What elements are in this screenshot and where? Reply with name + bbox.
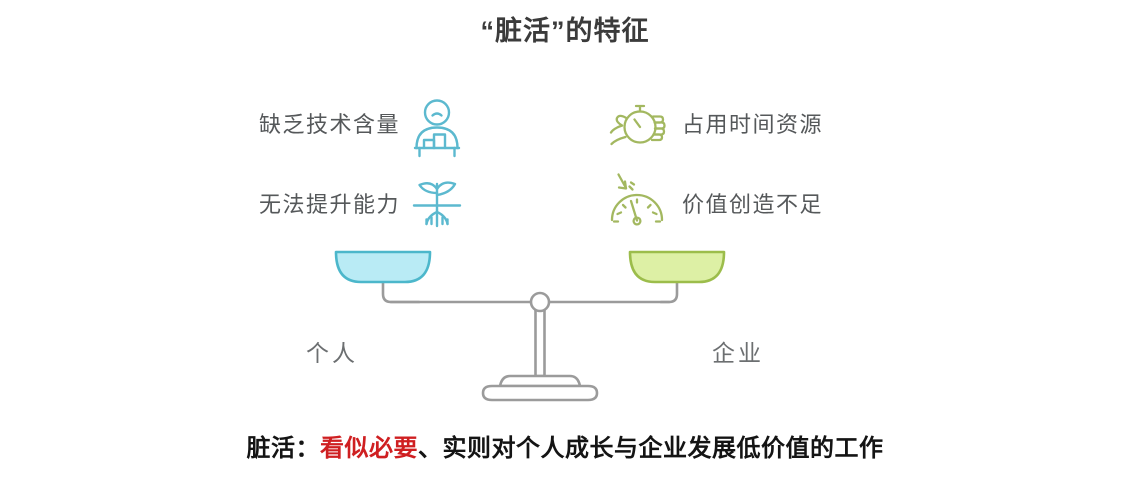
definition-accent: 看似必要 (320, 436, 418, 462)
definition-line: 脏活：看似必要、实则对个人成长与企业发展低价值的工作 (0, 432, 1130, 466)
hand-holding-stopwatch-icon (606, 94, 672, 160)
gauge-down-arrow-icon (604, 168, 670, 234)
definition-suffix: 、实则对个人成长与企业发展低价值的工作 (418, 436, 884, 462)
feature-label-left-2: 无法提升能力 (258, 192, 400, 217)
balance-scale-graphic (270, 236, 810, 411)
scale-pan-left (334, 250, 432, 284)
feature-label-right-1: 占用时间资源 (682, 112, 824, 137)
scale-caption-left: 个人 (306, 340, 358, 366)
scale-pan-right (628, 250, 726, 284)
page-title: “脏活”的特征 (480, 16, 650, 46)
feature-label-right-2: 价值创造不足 (682, 192, 824, 217)
sprout-with-roots-icon (404, 172, 470, 238)
feature-label-left-1: 缺乏技术含量 (258, 112, 400, 137)
scale-caption-right: 企业 (712, 340, 764, 366)
definition-prefix: 脏活： (246, 436, 320, 462)
person-at-desk-icon (404, 96, 470, 162)
